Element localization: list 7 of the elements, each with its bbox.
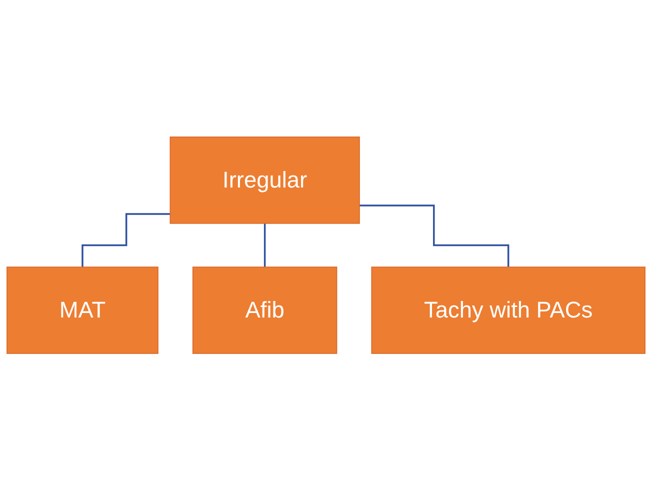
node-box: Irregular [170,136,360,224]
connector [264,222,266,268]
node-box: Tachy with PACs [371,266,646,354]
node-box: Afib [192,266,338,354]
connector [82,213,170,268]
connector [359,204,510,268]
node-box: MAT [6,266,158,354]
